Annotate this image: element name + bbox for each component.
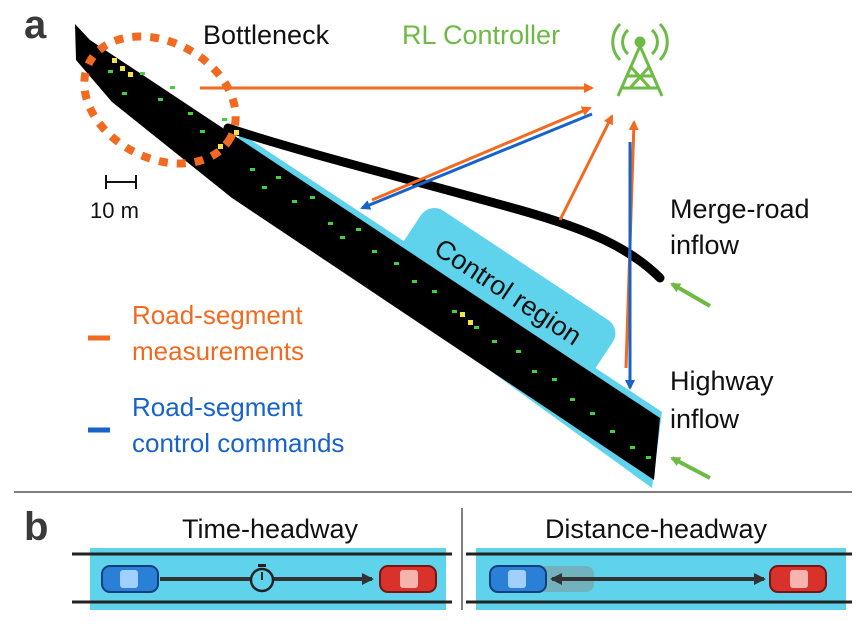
vehicle bbox=[412, 280, 417, 283]
vehicle bbox=[590, 412, 595, 415]
vehicle bbox=[234, 130, 239, 135]
vehicle bbox=[188, 112, 193, 115]
vehicle bbox=[492, 340, 497, 343]
vehicle bbox=[140, 72, 145, 75]
vehicle bbox=[610, 430, 615, 433]
vehicle bbox=[112, 58, 117, 63]
segment-command-arrow bbox=[360, 112, 593, 210]
vehicle bbox=[158, 98, 163, 101]
vehicle bbox=[432, 290, 437, 293]
red-car-icon bbox=[379, 565, 437, 593]
vehicle bbox=[120, 66, 125, 71]
highway-inflow-arrow bbox=[670, 456, 711, 480]
highway-inflow-label-line2: inflow bbox=[670, 404, 740, 434]
vehicle bbox=[646, 456, 651, 459]
antenna-tower-icon bbox=[611, 22, 669, 97]
vehicle bbox=[218, 144, 223, 149]
distance-headway-title: Distance-headway bbox=[545, 514, 768, 544]
legend-commands-line1: Road-segment bbox=[132, 392, 303, 422]
stopwatch-icon bbox=[249, 564, 275, 593]
vehicle bbox=[340, 236, 345, 239]
vehicle bbox=[310, 196, 315, 199]
legend-measurements-line1: Road-segment bbox=[132, 300, 303, 330]
panel-a: a Control region bbox=[24, 3, 810, 488]
vehicle bbox=[222, 118, 227, 121]
merge-measurement-arrow bbox=[558, 114, 614, 221]
vehicle bbox=[108, 70, 113, 73]
vehicle bbox=[122, 92, 127, 95]
vehicle bbox=[532, 370, 537, 373]
panel-b: b Time-headway Distance-headway bbox=[24, 505, 852, 610]
bottleneck-ellipse bbox=[80, 32, 240, 168]
vehicle bbox=[276, 176, 281, 179]
panel-b-letter: b bbox=[24, 505, 48, 549]
merge-inflow-label-line1: Merge-road bbox=[670, 194, 810, 224]
vehicle bbox=[328, 222, 333, 225]
legend: Road-segment measurements Road-segment c… bbox=[88, 300, 344, 458]
merge-inflow-label-line2: inflow bbox=[670, 230, 740, 260]
legend-commands-line2: control commands bbox=[132, 428, 344, 458]
panel-a-letter: a bbox=[24, 3, 47, 47]
scale-bar bbox=[105, 175, 137, 189]
vehicle bbox=[372, 250, 377, 253]
vehicle bbox=[516, 350, 521, 353]
time-headway-title: Time-headway bbox=[182, 514, 359, 544]
vehicle bbox=[292, 200, 297, 203]
vehicle bbox=[630, 446, 635, 449]
highway-vehicles bbox=[108, 70, 651, 459]
vehicle bbox=[250, 168, 255, 171]
vehicle bbox=[170, 86, 175, 89]
vehicle bbox=[570, 398, 575, 401]
vehicle bbox=[468, 320, 473, 325]
vehicle bbox=[128, 72, 133, 77]
highway-inflow-label-line1: Highway bbox=[670, 366, 774, 396]
scale-label: 10 m bbox=[90, 198, 139, 223]
merge-inflow-arrow bbox=[670, 282, 712, 308]
segment-measurement-arrow bbox=[371, 106, 592, 202]
vehicle bbox=[452, 310, 457, 313]
legend-measurements-line2: measurements bbox=[132, 336, 304, 366]
red-car-icon bbox=[769, 565, 827, 593]
vehicle bbox=[552, 378, 557, 381]
bottleneck-label: Bottleneck bbox=[203, 20, 330, 50]
blue-car-icon bbox=[101, 565, 159, 593]
highway-road bbox=[75, 24, 660, 480]
vehicle bbox=[356, 228, 361, 231]
merge-road bbox=[223, 123, 665, 283]
vehicle bbox=[460, 312, 465, 317]
blue-car-icon bbox=[489, 565, 547, 593]
vehicle bbox=[394, 262, 399, 265]
vehicle bbox=[262, 186, 267, 189]
controller-label: RL Controller bbox=[402, 20, 560, 50]
vehicle bbox=[474, 326, 479, 329]
vehicle bbox=[200, 130, 205, 133]
